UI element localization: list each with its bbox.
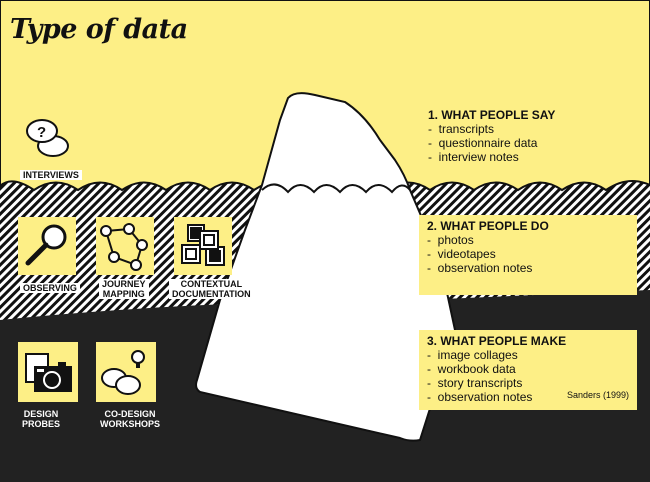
level-heading: 2. WHAT PEOPLE DO [427, 219, 549, 233]
level-heading: 3. WHAT PEOPLE MAKE [427, 334, 567, 348]
journey-mapping-tile [96, 217, 154, 275]
level-heading: 1. WHAT PEOPLE SAY [428, 108, 556, 122]
list-item: videotapes [427, 247, 629, 261]
notebook-camera-icon [25, 353, 72, 392]
bubbles-lightbulb-icon [101, 350, 145, 395]
list-item: transcripts [428, 122, 632, 136]
label-line: DESIGN [23, 409, 59, 419]
magnifier-icon [25, 224, 67, 266]
label-line: WORKSHOPS [100, 419, 161, 429]
contextual-documentation-tile [174, 217, 232, 275]
label-line: CO-DESIGN [104, 409, 156, 419]
list-item: questionnaire data [428, 136, 632, 150]
list-item: photos [427, 233, 629, 247]
interviews-label: INTERVIEWS [20, 170, 82, 180]
svg-text:?: ? [37, 124, 46, 141]
level-say-box: 1. WHAT PEOPLE SAY transcripts questionn… [420, 104, 640, 166]
level-do-box: 2. WHAT PEOPLE DO photos videotapes obse… [419, 215, 637, 295]
list-item: image collages [427, 348, 629, 362]
list-item: interview notes [428, 150, 632, 164]
label-line: JOURNEY [102, 279, 146, 289]
observing-label: OBSERVING [20, 283, 80, 293]
level-make-box: 3. WHAT PEOPLE MAKE image collages workb… [419, 330, 637, 410]
speech-bubbles-icon: ? [26, 119, 69, 157]
co-design-workshops-tile [96, 342, 156, 402]
journey-graph-icon [100, 223, 148, 271]
label-line: MAPPING [102, 289, 145, 299]
list-item: observation notes [427, 261, 629, 275]
photos-icon [181, 224, 225, 266]
label-line: DOCUMENTATION [172, 289, 251, 299]
design-probes-tile [18, 342, 78, 402]
citation: Sanders (1999) [566, 390, 629, 400]
label-line: CONTEXTUAL [180, 279, 243, 289]
list-item: workbook data [427, 362, 629, 376]
label-line: PROBES [22, 419, 61, 429]
list-item: story transcripts [427, 376, 629, 390]
list-item: observation notes [427, 390, 629, 404]
observing-tile [18, 217, 76, 275]
page-title: Type of data [10, 14, 188, 45]
